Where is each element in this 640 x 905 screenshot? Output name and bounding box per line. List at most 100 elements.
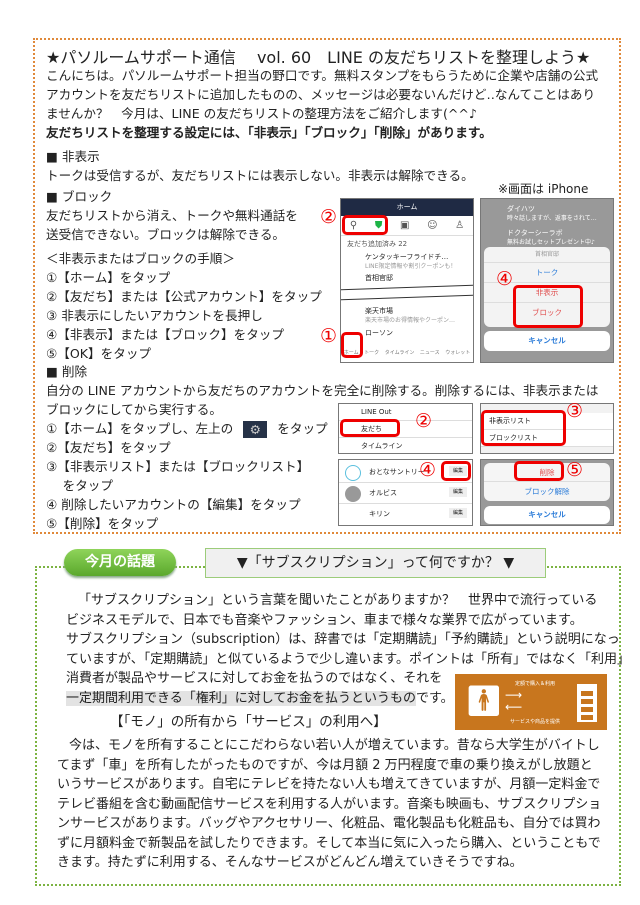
friend-list: ケンタッキーフライドチ… LINE限定情報や割引クーポンも！ 首相官邸 楽天市場… [341, 252, 473, 339]
block-line: 友だちリストから消え、トークや無料通話を [46, 208, 298, 223]
unblock-option[interactable]: ブロック解除 [524, 487, 570, 496]
para-line: 消費者が製品やサービスに対してお金を払うのではなく、それを [66, 671, 443, 686]
step: をタップ [46, 478, 113, 493]
tab-home: ホーム [343, 350, 359, 356]
step-text: をタップ [277, 421, 328, 436]
para-line: ていますが、「定期購読」と似ているようで少し違います。ポイントは「所有」ではなく… [66, 651, 630, 667]
official-account-icon: ⛊ [374, 220, 383, 231]
settings-line-out: LINE Out [339, 404, 472, 421]
intro-line: ませんか？ 今月は、LINE の友だちリストの整理方法をご紹介します(^^♪ [46, 106, 478, 121]
iphone-note: ※画面は iPhone [498, 182, 589, 196]
home-icon-row: ⚲⛊▣☺♙ [341, 216, 473, 236]
step: ⑤【削除】をタップ [46, 516, 159, 531]
para-line: 「サブスクリプション」という言葉を聞いたことがありますか？ 世界中で流行っている [78, 593, 598, 608]
marker-2: ② [320, 206, 338, 228]
para-line: サブスクリプション（subscription）は、辞書では「定期購読」「予約購読… [66, 632, 620, 647]
topic-para2: 今は、モノを所有することにこだわらない若い人が増えています。昔なら大学生がバイト… [57, 736, 601, 873]
delete-heading: ■ 削除 [46, 364, 88, 379]
tab-talk: トーク [364, 350, 380, 356]
account-logo [345, 465, 361, 481]
para-line: テレビ番組を含む動画配信サービスを利用する人がいます。音楽も映画も、サブスクリプ… [57, 796, 602, 812]
delete-sheet: 削除 ブロック解除 [484, 463, 610, 501]
intro-line: 友だちリストを整理する設定には、「非表示」「ブロック」「削除」があります。 [46, 123, 598, 142]
marker-4: ④ [496, 268, 514, 290]
menu-bg-list: ダイハツ 時々話しますが、返事をされて… ドクターシーラボ 無料お試しセットプレ… [481, 199, 613, 247]
marker-2: ② [415, 410, 433, 432]
delete-line: ブロックにしてから実行する。 [46, 402, 222, 417]
diagram-top-label: 定額で購入＆利用 [514, 681, 555, 687]
highlight-box [513, 285, 583, 328]
highlight-box [441, 461, 471, 481]
para-line: ンサービスがあります。バッグやアクセサリー、化粧品、電化製品も化粧品も、自分では… [57, 816, 601, 831]
friend-sub: 時々話しますが、返事をされて… [507, 215, 597, 222]
block-option[interactable]: ブロック [532, 308, 562, 317]
building-icon [577, 684, 597, 722]
text: です。 [415, 690, 454, 706]
edit-button[interactable]: 編集 [449, 508, 467, 518]
block-desc: 友だちリストから消え、トークや無料通話を 送受信できない。ブロックは解除できる。 [46, 206, 298, 244]
para-line: 今は、モノを所有することにこだわらない若い人が増えています。昔なら大学生がバイト… [69, 738, 600, 753]
screenshot-edit: おとなサントリー オルビス キリン 編集 編集 編集 [338, 459, 473, 526]
delete-line: 自分の LINE アカウントから友だちのアカウントを完全に削除する。削除するには… [46, 383, 599, 398]
step: ⑤【OK】をタップ [46, 346, 152, 361]
subscription-diagram: 🚹︎ 定額で購入＆利用 ⟶ ⟵ サービスや商品を提供 [455, 674, 607, 730]
step: ④ 削除したいアカウントの【編集】をタップ [46, 497, 301, 512]
intro-line: こんにちは。パソルームサポート担当の野口です。無料スタンプをもらうために企業や店… [46, 68, 599, 83]
hide-option[interactable]: 非表示 [484, 283, 610, 303]
account-name: おとなサントリー [339, 462, 472, 483]
step: ②【友だち】をタップ [46, 440, 171, 455]
sticker-shop-icon: ▣ [399, 220, 410, 231]
friend-name: ダイハツ [507, 205, 535, 213]
edit-button[interactable]: 編集 [449, 466, 467, 476]
block-list: ブロックリスト [481, 430, 613, 447]
theme-icon: ♙ [455, 220, 465, 231]
tab-news: ニュース [419, 350, 440, 356]
hidden-list: 非表示リスト [481, 413, 613, 430]
step-text: ①【ホーム】をタップし、左上の [46, 421, 234, 436]
intro-line: アカウントを友だちリストに追加したものの、メッセージは必要ないんだけど‥なんてこ… [46, 87, 596, 102]
highlight-box [342, 215, 388, 235]
edit-button[interactable]: 編集 [449, 487, 467, 497]
highlight-box [514, 461, 564, 481]
delete-desc: 自分の LINE アカウントから友だちのアカウントを完全に削除する。削除するには… [46, 381, 598, 419]
step: ④【非表示】または【ブロック】をタップ [46, 327, 284, 342]
topic-title: ▼「サブスクリプション」って何ですか？ ▼ [205, 548, 546, 578]
marker-5: ⑤ [566, 459, 584, 481]
account-name: オルビス [339, 483, 472, 504]
settings-friends: 友だち [339, 421, 472, 438]
intro: こんにちは。パソルームサポート担当の野口です。無料スタンプをもらうために企業や店… [46, 66, 598, 142]
para-line: ずに月額料金で新製品を試したりできます。そして本当に気に入ったら購入、ということ… [57, 835, 601, 851]
block-heading: ■ ブロック [46, 189, 113, 204]
para-line: てまず「車」を所有したがったものですが、今は月額 2 万円程度で車の乗り換えがし… [57, 757, 593, 773]
tab-timeline: タイムライン [384, 350, 415, 356]
block-steps-heading: ＜非表示またはブロックの手順＞ [46, 251, 235, 266]
arrow-right-icon: ⟶ [505, 688, 523, 702]
highlight-box [340, 419, 400, 437]
block-line: 送受信できない。ブロックは解除できる。 [46, 227, 286, 242]
settings-timeline: タイムライン [361, 442, 403, 450]
person-icon: 🚹︎ [465, 684, 504, 719]
talk-option[interactable]: トーク [484, 263, 610, 283]
friend-icon: ⚲ [349, 220, 358, 231]
gear-icon: ⚙ [243, 421, 268, 438]
step: ①【ホーム】をタップし、左上の ⚙ をタップ [46, 419, 328, 438]
cancel-option[interactable]: キャンセル [484, 331, 610, 351]
cancel-option[interactable]: キャンセル [484, 506, 610, 524]
tab-bar: ホームトークタイムラインニュースウォレット [341, 349, 473, 356]
tab-wallet: ウォレット [445, 350, 471, 356]
friend-sub: LINE限定情報や割引クーポンも！ [365, 263, 457, 270]
screenshot-line-menu: ダイハツ 時々話しますが、返事をされて… ドクターシーラボ 無料お試しセットプレ… [480, 198, 614, 363]
friend-sub: 無料お試しセットプレゼント中♪ [507, 239, 595, 246]
friend-name: ケンタッキーフライドチ… [365, 253, 449, 261]
delete-option[interactable]: 削除 [484, 463, 610, 482]
friend-name: 首相官邸 [365, 274, 393, 282]
para-line: きます。持たずに利用する、そんなサービスがどんどん増えていきそうですね。 [57, 855, 523, 870]
marker-3: ③ [566, 400, 584, 422]
marker-1: ① [320, 325, 338, 347]
marker-4: ④ [419, 459, 437, 481]
line-article-frame [33, 38, 621, 534]
diagram-bottom-label: サービスや商品を提供 [509, 719, 560, 725]
para-line: いうサービスがあります。自宅にテレビを持たない人も増えてきていますが、月額一定料… [57, 777, 601, 792]
delete-steps: ①【ホーム】をタップし、左上の ⚙ をタップ ②【友だち】をタップ ③【非表示リ… [46, 419, 328, 533]
account-logo [345, 486, 361, 502]
